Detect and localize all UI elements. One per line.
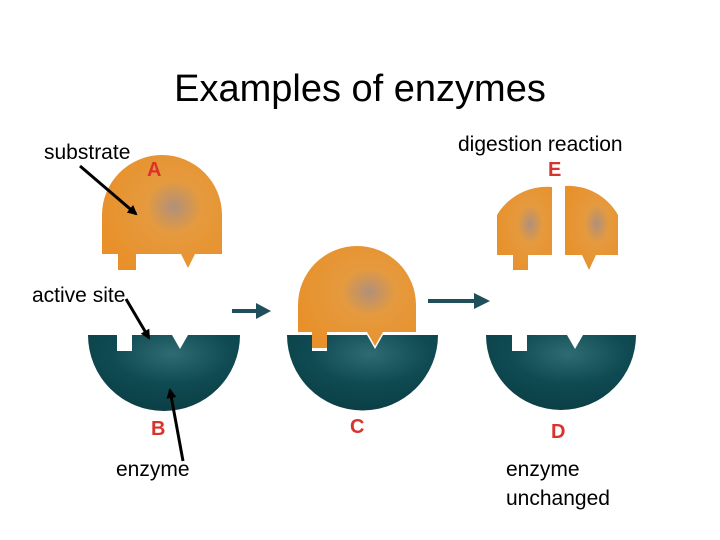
active-site-pointer-arrow — [124, 298, 151, 340]
letter-c: C — [350, 416, 365, 438]
enzyme-pointer-arrow — [166, 388, 185, 462]
product-e-right — [565, 185, 618, 270]
enzyme-unchanged-label-line2: unchanged — [506, 487, 610, 510]
letter-a: A — [147, 159, 162, 181]
enzyme-label: enzyme — [116, 458, 190, 481]
letter-d: D — [551, 421, 566, 443]
substrate-a-shape — [102, 155, 222, 270]
letter-e: E — [548, 159, 562, 181]
digestion-reaction-label: digestion reaction — [458, 133, 623, 156]
enzyme-b-shape — [88, 335, 240, 411]
substrate-label: substrate — [44, 141, 131, 164]
enzyme-d-shape — [486, 335, 636, 410]
letter-b: B — [151, 418, 166, 440]
flow-arrow-1 — [232, 303, 271, 319]
substrate-pointer-arrow — [79, 164, 138, 216]
product-e-left — [497, 186, 552, 270]
flow-arrow-2 — [428, 293, 490, 309]
enzyme-unchanged-label-line1: enzyme — [506, 458, 580, 481]
active-site-label: active site — [32, 284, 126, 307]
page-title: Examples of enzymes — [174, 68, 546, 110]
enzyme-substrate-complex — [298, 246, 416, 348]
enzyme-c-shape — [287, 335, 438, 411]
